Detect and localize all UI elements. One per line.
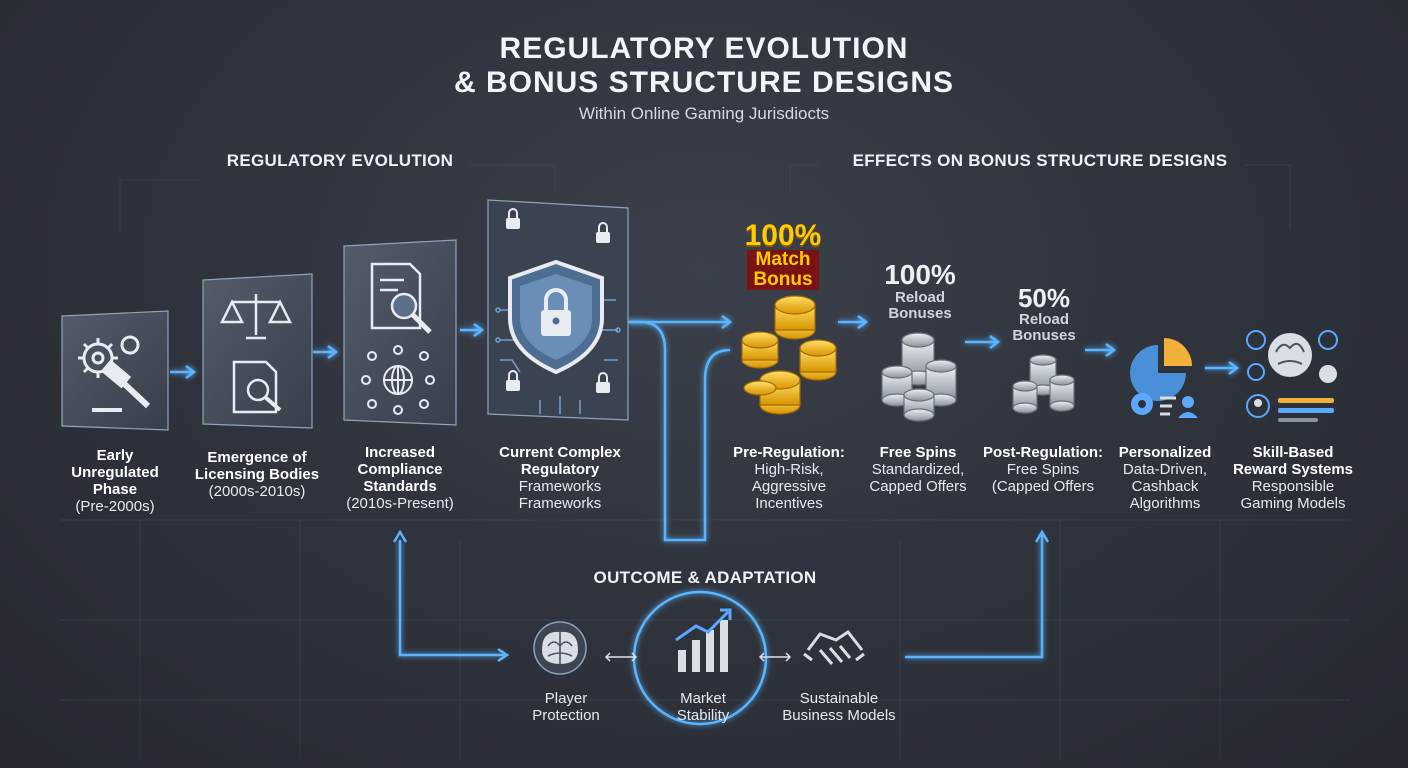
badge-match-percent: 100% xyxy=(744,219,822,252)
badge-bonus-word: Bonus xyxy=(753,269,813,290)
outcome-up-arrow-left xyxy=(392,529,408,543)
label-skill-l3: Responsible xyxy=(1251,478,1335,495)
badge-reload-100-word: Reload xyxy=(894,289,945,306)
regulatory-arrows xyxy=(170,315,1240,379)
label-compliance-l3: Standards xyxy=(363,478,437,495)
center-connector xyxy=(628,320,731,542)
badge-reload-100-bonuses: Bonuses xyxy=(888,305,952,322)
label-free-l3: Capped Offers xyxy=(869,478,967,495)
growth-chart-icon xyxy=(675,608,732,672)
label-current-l3: Frameworks xyxy=(518,478,602,495)
label-pers-l3: Cashback xyxy=(1131,478,1199,495)
section-regulatory: REGULATORY EVOLUTION xyxy=(226,151,454,170)
label-compliance-l2: Compliance xyxy=(357,461,443,478)
brain-icon-outcome xyxy=(533,621,587,675)
label-pre-l3: Aggressive xyxy=(751,478,827,495)
outcome-right-arrowhead xyxy=(497,647,510,663)
label-licensing: Emergence of Licensing Bodies (2000s-201… xyxy=(182,449,332,500)
label-player-l1: Player xyxy=(544,690,588,707)
label-post-l2: Free Spins xyxy=(1006,461,1080,478)
label-personalized: Personalized Data-Driven, Cashback Algor… xyxy=(1090,444,1240,512)
gold-coins-icon xyxy=(741,295,837,415)
label-licensing-l3: (2000s-2010s) xyxy=(208,483,306,500)
label-early: Early Unregulated Phase (Pre-2000s) xyxy=(40,447,190,515)
label-early-l2: Unregulated xyxy=(71,464,159,481)
label-skill-based: Skill-Based Reward Systems Responsible G… xyxy=(1218,444,1368,512)
shield-lock-icon xyxy=(508,259,604,375)
label-sustainable: Sustainable Business Models xyxy=(764,690,914,724)
badge-reload-50-word: Reload xyxy=(1018,311,1069,328)
label-current-l1: Current Complex xyxy=(499,444,621,461)
title-line-2: & BONUS STRUCTURE DESIGNS xyxy=(453,66,955,99)
network-globe-icon xyxy=(361,345,435,415)
silver-coins-icon xyxy=(881,332,957,422)
label-post-l1: Post-Regulation: xyxy=(983,444,1103,461)
label-free-l1: Free Spins xyxy=(879,444,957,461)
label-sust-l2: Business Models xyxy=(782,707,896,724)
badge-match-word: Match xyxy=(755,249,811,270)
subtitle: Within Online Gaming Jurisdiocts xyxy=(578,104,830,123)
label-pers-l1: Personalized xyxy=(1118,444,1212,461)
label-current-l2: Regulatory xyxy=(520,461,600,478)
label-free-spins: Free Spins Standardized, Capped Offers xyxy=(843,444,993,495)
lock-icon-small xyxy=(506,208,610,393)
brain-network-icon xyxy=(1246,330,1338,422)
label-licensing-l1: Emergence of xyxy=(207,449,307,466)
panel-licensing xyxy=(202,273,313,429)
label-compliance-l1: Increased xyxy=(364,444,436,461)
label-pre-regulation: Pre-Regulation: High-Risk, Aggressive In… xyxy=(714,444,864,512)
label-post-regulation: Post-Regulation: Free Spins (Capped Offe… xyxy=(968,444,1118,495)
badge-match-bonus: 100% Match Bonus xyxy=(728,220,838,290)
outcome-right-line xyxy=(905,535,1044,659)
label-current: Current Complex Regulatory Frameworks Fr… xyxy=(478,444,642,512)
analytics-pie-icon xyxy=(1130,338,1198,418)
section-outcome: OUTCOME & ADAPTATION xyxy=(593,568,817,587)
label-early-l3: Phase xyxy=(92,481,138,498)
silver-coins-icon-small xyxy=(1012,354,1075,414)
label-free-l2: Standardized, xyxy=(871,461,965,478)
label-early-l4: (Pre-2000s) xyxy=(75,498,155,515)
panel-compliance xyxy=(343,239,457,426)
label-pers-l4: Algorithms xyxy=(1129,495,1201,512)
label-pre-l2: High-Risk, xyxy=(754,461,824,478)
label-market-stability: Market Stability xyxy=(628,690,778,724)
label-compliance: Increased Compliance Standards (2010s-Pr… xyxy=(325,444,475,512)
label-market-l1: Market xyxy=(680,690,726,707)
title-line-1: REGULATORY EVOLUTION xyxy=(499,32,909,65)
label-pre-l1: Pre-Regulation: xyxy=(733,444,845,461)
label-sust-l1: Sustainable xyxy=(799,690,879,707)
badge-reload-100-percent: 100% xyxy=(884,259,956,290)
label-post-l3: (Capped Offers xyxy=(991,478,1095,495)
label-player-l2: Protection xyxy=(532,707,600,724)
badge-reload-100: 100% Reload Bonuses xyxy=(864,260,976,322)
label-skill-l4: Gaming Models xyxy=(1240,495,1346,512)
label-licensing-l2: Licensing Bodies xyxy=(194,466,320,483)
label-pers-l2: Data-Driven, xyxy=(1122,461,1208,478)
gears-gavel-icon xyxy=(78,335,151,412)
badge-reload-50-bonuses: Bonuses xyxy=(1012,327,1076,344)
outcome-up-arrow-right xyxy=(1034,529,1050,543)
scales-icon xyxy=(219,294,293,340)
label-market-l2: Stability xyxy=(676,707,730,724)
handshake-icon xyxy=(803,629,865,665)
badge-reload-50: 50% Reload Bonuses xyxy=(990,284,1098,344)
label-current-l4: Frameworks xyxy=(518,495,602,512)
label-skill-l1: Skill-Based xyxy=(1252,444,1334,461)
label-player-protection: Player Protection xyxy=(491,690,641,724)
label-early-l1: Early xyxy=(96,447,134,464)
label-pre-l4: Incentives xyxy=(755,495,823,512)
badge-reload-50-percent: 50% xyxy=(1017,283,1071,313)
section-effects: EFFECTS ON BONUS STRUCTURE DESIGNS xyxy=(852,151,1228,170)
document-search-icon-small xyxy=(232,360,282,414)
document-search-icon xyxy=(370,262,432,334)
label-skill-l2: Reward Systems xyxy=(1232,461,1354,478)
outcome-left-line xyxy=(398,540,505,657)
label-compliance-l4: (2010s-Present) xyxy=(346,495,454,512)
